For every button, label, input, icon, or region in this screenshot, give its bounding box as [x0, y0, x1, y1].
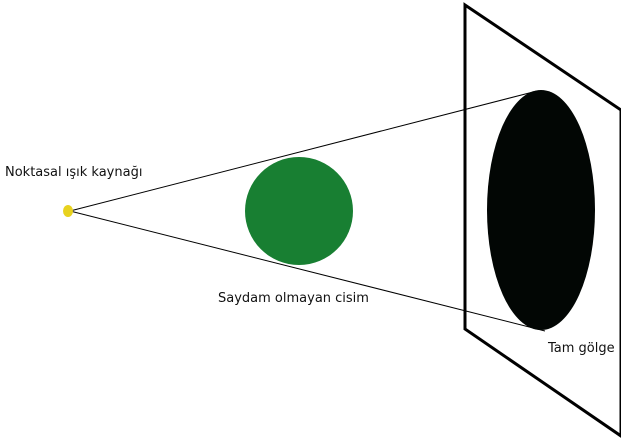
point-light-source — [63, 205, 73, 217]
full-shadow — [487, 90, 595, 330]
opaque-object — [245, 157, 353, 265]
opaque-object-label: Saydam olmayan cisim — [218, 292, 369, 305]
full-shadow-label: Tam gölge — [548, 342, 615, 355]
light-source-label: Noktasal ışık kaynağı — [5, 166, 142, 179]
